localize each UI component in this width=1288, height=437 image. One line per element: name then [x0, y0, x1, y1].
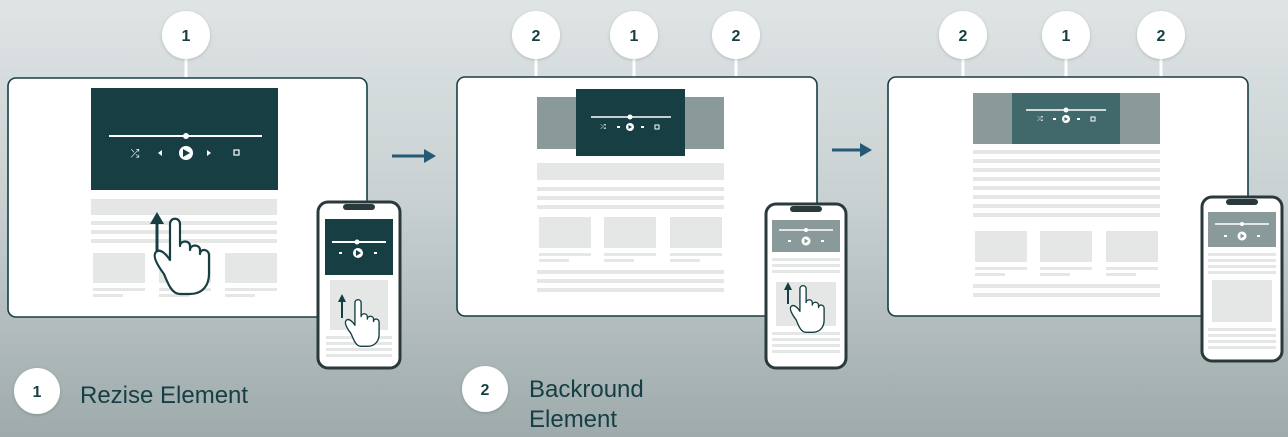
- step-2-panel: 2 1 2 ⤮: [456, 11, 848, 370]
- svg-text:⤮: ⤮: [1037, 116, 1043, 123]
- phone-media-player[interactable]: [1208, 212, 1276, 247]
- phone-media-player[interactable]: [772, 220, 840, 252]
- step-2-marker-resize: 1: [610, 11, 658, 59]
- svg-text:2: 2: [959, 28, 968, 45]
- step-2-phone: [764, 202, 848, 370]
- legend-item-resize: 1: [14, 368, 60, 414]
- step-3-marker-background-right: 2: [1137, 11, 1185, 59]
- step-1-media-player[interactable]: ⤮: [91, 88, 278, 190]
- legend-marker-resize: [14, 368, 60, 414]
- step-3-marker-resize: 1: [1042, 11, 1090, 59]
- phone-media-player[interactable]: [325, 219, 393, 275]
- step-2-page-content: [537, 163, 724, 292]
- step-1-panel: 1 ⤮: [7, 11, 402, 370]
- legend-label-background-line1: Backround: [529, 376, 644, 403]
- flow-arrow-2: [832, 143, 872, 157]
- svg-text:2: 2: [481, 382, 490, 399]
- step-3-panel: 2 1 2 ⤮: [887, 11, 1284, 363]
- svg-text:1: 1: [630, 28, 639, 45]
- previous-icon[interactable]: [158, 150, 162, 156]
- svg-text:1: 1: [33, 384, 42, 401]
- svg-text:2: 2: [532, 28, 541, 45]
- flow-arrow-1: [392, 149, 436, 163]
- phone-swipe-gesture: [338, 294, 380, 348]
- play-icon: [183, 149, 190, 157]
- shuffle-icon[interactable]: ⤮: [131, 148, 140, 160]
- phone-swipe-gesture: [784, 282, 825, 334]
- legend-label-background-line2: Element: [529, 406, 618, 433]
- step-1-page-content: [91, 199, 277, 297]
- legend-label-resize: Rezise Element: [80, 382, 249, 409]
- step-3-page-content: [973, 150, 1160, 297]
- svg-text:1: 1: [1062, 28, 1071, 45]
- legend-item-background: 2: [462, 366, 508, 412]
- swipe-up-gesture: [150, 212, 211, 296]
- step-2-marker-background-left: 2: [512, 11, 560, 59]
- svg-text:1: 1: [182, 28, 191, 45]
- step-1-marker-resize: 1: [162, 11, 210, 59]
- step-3-marker-background-left: 2: [939, 11, 987, 59]
- step-2-marker-background-right: 2: [712, 11, 760, 59]
- next-icon[interactable]: [207, 150, 211, 156]
- step-3-phone: [1200, 195, 1284, 363]
- step-3-media-player[interactable]: ⤮: [1012, 93, 1120, 144]
- stop-icon[interactable]: [233, 149, 240, 156]
- step-2-media-player[interactable]: ⤮: [576, 89, 685, 156]
- step-1-phone: [316, 200, 402, 370]
- svg-text:2: 2: [732, 28, 741, 45]
- svg-text:⤮: ⤮: [600, 124, 606, 131]
- legend-marker-background: [462, 366, 508, 412]
- seek-handle[interactable]: [183, 133, 189, 139]
- svg-text:2: 2: [1157, 28, 1166, 45]
